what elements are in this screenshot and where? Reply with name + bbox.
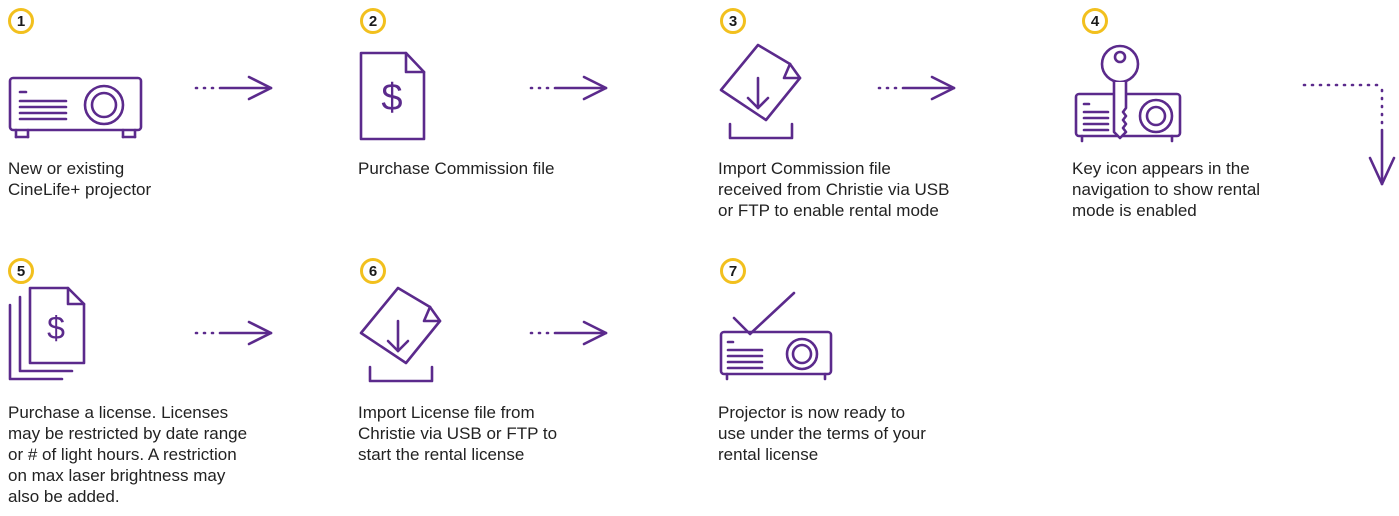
step-description: New or existing CineLife+ projector bbox=[8, 158, 151, 200]
step-number-badge: 5 bbox=[8, 258, 34, 284]
arrow-down-icon bbox=[1302, 83, 1396, 186]
step-number-badge: 1 bbox=[8, 8, 34, 34]
description-line: rental license bbox=[718, 445, 819, 464]
description-line: on max laser brightness may bbox=[8, 466, 226, 485]
arrow-right-icon bbox=[877, 75, 956, 101]
file-import-icon bbox=[719, 43, 802, 140]
projector-check-icon bbox=[719, 291, 833, 381]
arrow-right-icon bbox=[529, 75, 608, 101]
description-line: Import License file from bbox=[358, 403, 535, 422]
description-line: received from Christie via USB bbox=[718, 180, 950, 199]
description-line: start the rental license bbox=[358, 445, 525, 464]
description-line: CineLife+ projector bbox=[8, 180, 152, 199]
description-line: or FTP to enable rental mode bbox=[718, 201, 939, 220]
license-stack-icon: $ bbox=[8, 286, 86, 381]
step-description: Purchase a license. Licenses may be rest… bbox=[8, 402, 247, 507]
description-line: navigation to show rental bbox=[1072, 180, 1261, 199]
description-line: Key icon appears in the bbox=[1072, 159, 1250, 178]
description-line: also be added. bbox=[8, 487, 120, 506]
description-line: Purchase a license. Licenses bbox=[8, 403, 229, 422]
step-description: Import Commission file received from Chr… bbox=[718, 158, 949, 221]
description-line: or # of light hours. A restriction bbox=[8, 445, 237, 464]
projector-icon bbox=[8, 76, 143, 139]
description-line: Projector is now ready to bbox=[718, 403, 906, 422]
dollar-icon: $ bbox=[381, 77, 402, 119]
step-description: Key icon appears in the navigation to sh… bbox=[1072, 158, 1260, 221]
arrow-right-icon bbox=[194, 75, 273, 101]
description-line: mode is enabled bbox=[1072, 201, 1197, 220]
step-number-badge: 2 bbox=[360, 8, 386, 34]
description-line: Purchase Commission file bbox=[358, 159, 555, 178]
step-description: Projector is now ready to use under the … bbox=[718, 402, 926, 465]
step-number-badge: 7 bbox=[720, 258, 746, 284]
step-description: Purchase Commission file bbox=[358, 158, 555, 179]
arrow-right-icon bbox=[529, 320, 608, 346]
step-number-badge: 3 bbox=[720, 8, 746, 34]
description-line: New or existing bbox=[8, 159, 125, 178]
description-line: Import Commission file bbox=[718, 159, 891, 178]
invoice-dollar-icon: $ bbox=[359, 51, 426, 141]
key-projector-icon bbox=[1074, 44, 1182, 143]
step-number-badge: 6 bbox=[360, 258, 386, 284]
description-line: use under the terms of your bbox=[718, 424, 926, 443]
description-line: Christie via USB or FTP to bbox=[358, 424, 558, 443]
step-number-badge: 4 bbox=[1082, 8, 1108, 34]
dollar-icon: $ bbox=[47, 310, 65, 346]
description-line: may be restricted by date range bbox=[8, 424, 248, 443]
arrow-right-icon bbox=[194, 320, 273, 346]
step-description: Import License file from Christie via US… bbox=[358, 402, 557, 465]
file-import-icon bbox=[359, 286, 442, 383]
